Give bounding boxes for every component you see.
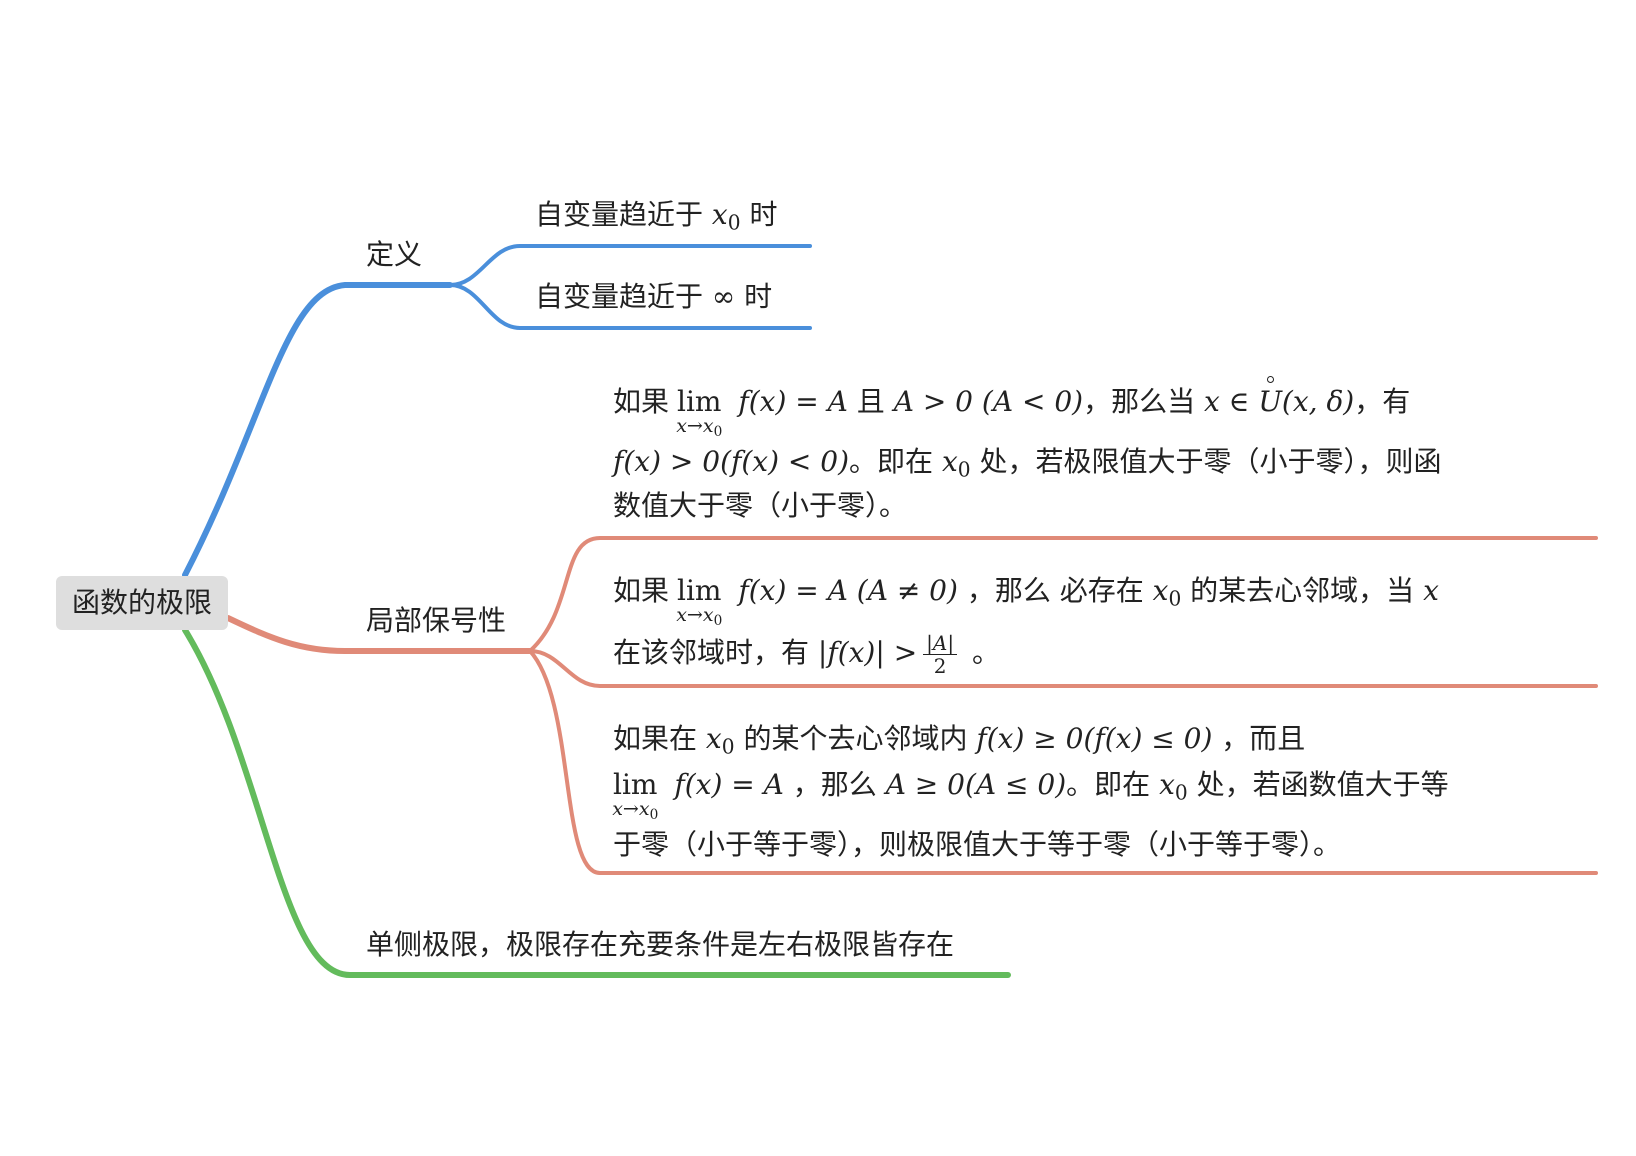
link-sign-preserving-p1 [528,536,1598,653]
link-root-sign-preserving [225,615,533,654]
link-root-one-sided [182,627,1011,978]
root-node[interactable]: 函数的极限 [56,576,228,630]
link-definition-x0 [448,244,812,287]
definition-x0-node[interactable]: 自变量趋近于 x0 时 [535,198,778,235]
branch-sign-preserving[interactable]: 局部保号性 [366,604,507,637]
sign-preserving-paragraph-3[interactable]: 如果在 x0 的某个去心邻域内 f(x) ≥ 0(f(x) ≤ 0) ，而且 l… [612,722,1449,861]
definition-infinity-node[interactable]: 自变量趋近于 ∞ 时 [535,280,773,313]
fraction: |A|2 [923,632,958,677]
branch-one-sided-limit[interactable]: 单侧极限，极限存在充要条件是左右极限皆存在 [366,928,955,961]
root-label: 函数的极限 [71,586,212,620]
link-sign-preserving-p3 [528,649,1598,875]
link-sign-preserving-p2 [528,649,1598,688]
link-root-definition [182,282,453,578]
link-definition-infinity [448,283,812,330]
branch-definition[interactable]: 定义 [366,238,423,271]
